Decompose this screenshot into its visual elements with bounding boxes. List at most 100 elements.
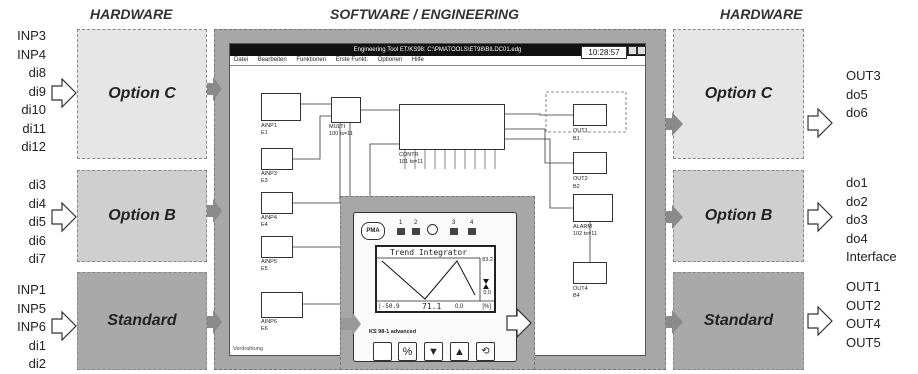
input-signal: di7 [28,251,46,266]
enter-key[interactable]: ⟲ [476,342,495,361]
output-signal: do3 [846,212,868,227]
output-signal: OUT4 [846,316,881,331]
ainp3-block[interactable] [261,148,293,170]
input-signal: di9 [28,83,46,99]
left-standard-box: Standard [77,272,207,370]
e4-label: E4 [261,222,268,228]
menu-item-bearbeiten[interactable]: Bearbeiten [257,57,287,63]
clock-display: 10:28:57 [581,46,627,59]
b1-label: B1 [573,136,580,142]
standard-outputs: OUT1 OUT2 OUT4 OUT5 [846,278,881,352]
led-4 [468,228,476,235]
up-key[interactable]: ▲ [450,342,469,361]
contr-block[interactable] [399,104,505,150]
e3-label: E3 [261,178,268,184]
no-entry-icon [427,224,438,235]
input-signal: di11 [22,120,46,136]
ainp6-block[interactable] [261,292,303,318]
output-signal: OUT5 [846,334,881,350]
out1-label: OUT1 [573,128,588,134]
right-standard-box: Standard [673,272,804,370]
multi-number: 100 ts=11 [329,131,353,137]
input-signal: di2 [28,356,46,371]
left-standard-label: Standard [107,312,177,329]
menu-item-funktionen[interactable]: Funktionen [296,57,327,63]
out4-label: OUT4 [573,286,588,292]
option-b-output-arrow [807,201,833,233]
left-option-b-box: Option B [77,170,207,262]
option-c-output-arrow [807,107,833,139]
menu-item-datei[interactable]: Datei [234,57,249,63]
ainp4-block[interactable] [261,192,293,214]
left-hardware-header: HARDWARE [90,6,173,22]
display-min: 0.0 [455,304,464,310]
down-key[interactable]: ▼ [424,342,443,361]
input-signal: di1 [28,337,46,353]
led-1 [397,228,405,235]
input-signal: INP1 [17,282,46,297]
blank-key[interactable] [373,342,392,361]
option-b-inputs: di3 di4 di5 di6 di7 [10,176,46,269]
alarm-block[interactable] [573,194,613,222]
right-standard-label: Standard [703,312,774,329]
left-option-b-label: Option B [108,207,176,224]
out1-block[interactable] [573,104,607,126]
output-signal: do1 [846,175,868,190]
standard-output-arrow [807,305,833,337]
option-b-input-arrow [51,201,77,233]
output-signal: do2 [846,193,868,209]
input-signal: INP6 [17,319,46,334]
right-option-b-box: Option B [673,170,804,262]
device-display: Trend Integrator 83.2 0.0 |-50.9 71.1 0.… [375,245,496,313]
ainp5-block[interactable] [261,236,293,258]
b4-label: B4 [573,293,580,299]
option-c-outputs: OUT3 do5 do6 [846,67,881,123]
e5-label: E5 [261,266,268,272]
maximize-button[interactable] [637,46,646,55]
output-signal: do4 [846,230,868,246]
ainp3-label: AINP3 [261,171,277,177]
option-c-input-arrow [51,77,77,109]
input-signal: INP3 [17,28,46,43]
ainp1-block[interactable] [261,93,301,121]
ainp6-label: AINP6 [261,319,277,325]
multi-block[interactable] [331,97,361,123]
out2-label: OUT2 [573,176,588,182]
standard-inputs: INP1 INP5 INP6 di1 di2 [10,281,46,374]
output-signal: do5 [846,86,868,102]
menu-bar: Datei Bearbeiten Funktionen Erste Funkt.… [230,56,645,66]
right-option-c-label: Option C [704,85,773,102]
contr-number: 101 ts=11 [399,159,423,165]
output-signal: do6 [846,105,868,120]
loop-arrow-icon: ⟲ [481,346,490,357]
left-option-c-label: Option C [108,85,176,102]
menu-item-erste-funkt[interactable]: Erste Funkt. [335,57,369,63]
display-title: Trend Integrator [389,248,468,257]
multi-label: MULTI [329,124,346,130]
window-title: Engineering Tool ET/KS98: C:\PMATOOLS\ET… [230,44,645,56]
right-option-c-box: Option C [673,29,804,159]
input-signal: di3 [28,177,46,192]
contr-label: CONTR [399,152,419,158]
right-hardware-header: HARDWARE [720,6,803,22]
output-signal: Interface [846,249,897,264]
input-signal: di4 [28,195,46,211]
led-1-label: 1 [399,220,403,226]
left-option-c-box: Option C [77,29,207,159]
display-left-value: |-50.9 [378,303,400,310]
out4-block[interactable] [573,262,607,284]
menu-item-optionen[interactable]: Optionen [377,57,403,63]
pma-logo: PMA [361,222,385,240]
minimize-button[interactable] [628,46,637,55]
percent-key[interactable]: % [398,342,417,361]
out2-block[interactable] [573,152,607,174]
input-signal: di12 [21,139,46,154]
e1-label: E1 [261,130,268,136]
menu-item-hilfe[interactable]: Hilfe [411,57,424,63]
input-signal: di6 [28,232,46,248]
right-option-b-label: Option B [704,207,773,224]
output-signal: OUT1 [846,279,881,294]
input-signal: di8 [28,65,46,80]
ainp1-label: AINP1 [261,123,277,129]
led-2 [412,228,420,235]
